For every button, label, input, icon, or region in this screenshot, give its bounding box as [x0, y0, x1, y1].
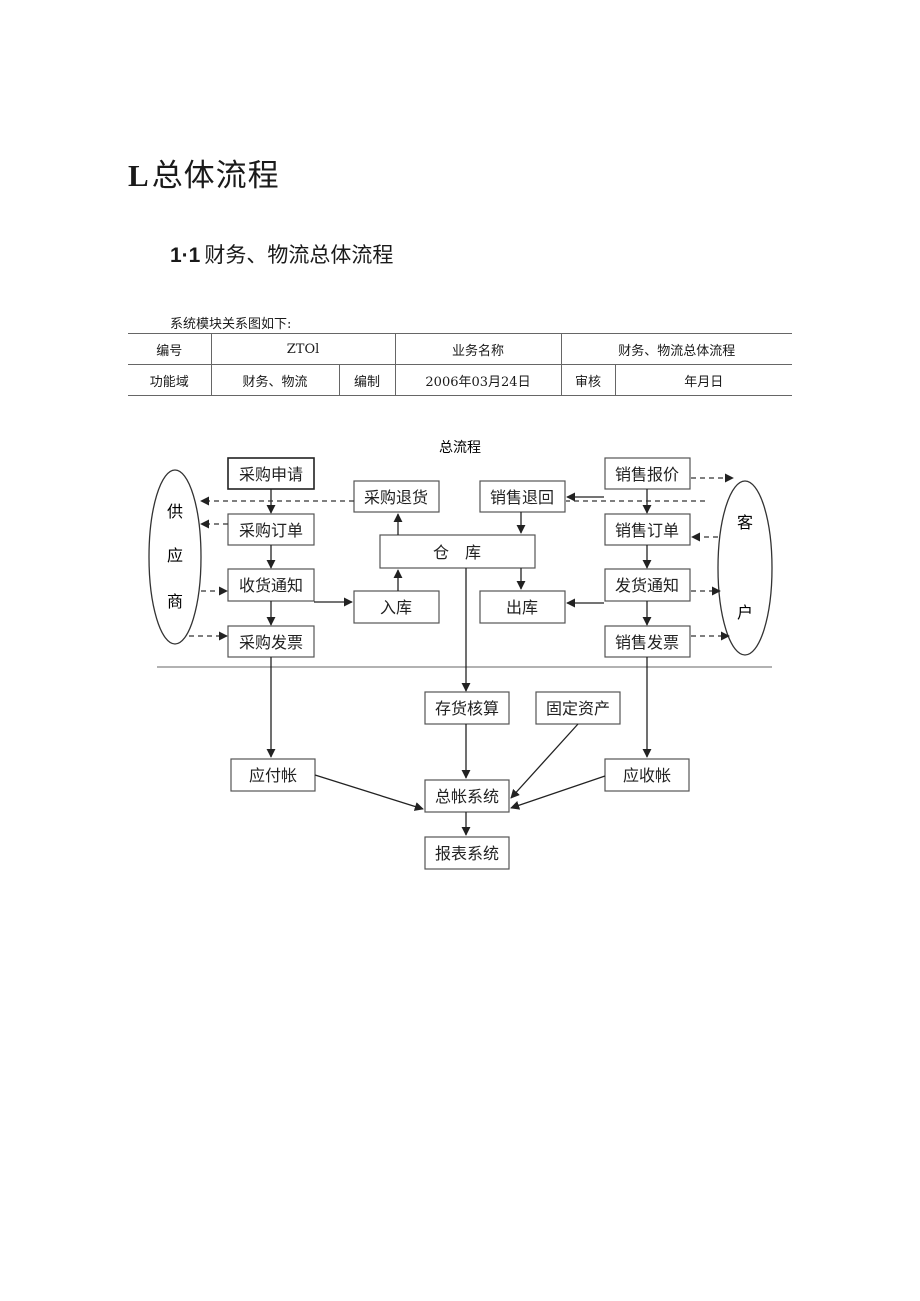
- label-author: 编制: [338, 364, 395, 396]
- label-inventory-accounting: 存货核算: [435, 699, 499, 718]
- document-info-table: 编号 ZTOl 业务名称 财务、物流总体流程 功能域 财务、物流 编制 2006…: [128, 333, 792, 396]
- label-goods-receipt: 收货通知: [239, 576, 303, 595]
- box-purchase-return: [353, 480, 440, 513]
- label-purchase-order: 采购订单: [239, 521, 303, 540]
- label-payables: 应付帐: [249, 766, 297, 785]
- label-delivery-notice: 发货通知: [615, 576, 679, 595]
- box-stock-out: [479, 590, 566, 624]
- box-sales-order: [604, 513, 691, 546]
- label-fixed-assets: 固定资产: [546, 699, 610, 718]
- box-purchase-invoice: [227, 625, 315, 658]
- subsection-title: 财务、物流总体流程: [204, 243, 394, 267]
- label-purchase-invoice: 采购发票: [239, 633, 303, 652]
- supplier-label: 应: [167, 546, 183, 565]
- label-purchase-request: 采购申请: [239, 465, 303, 484]
- value-review-date: 年月日: [614, 364, 792, 396]
- box-sales-invoice: [604, 625, 691, 658]
- label-stock-in: 入库: [380, 598, 412, 617]
- table-row: 功能域 财务、物流 编制 2006年03月24日 审核 年月日: [128, 364, 792, 396]
- label-domain: 功能域: [128, 364, 211, 396]
- box-fixed-assets: [535, 691, 621, 725]
- section-title: 总体流程: [151, 158, 280, 194]
- box-stock-in: [353, 590, 440, 624]
- label-business-name: 业务名称: [394, 333, 561, 365]
- box-delivery-notice: [604, 568, 691, 602]
- label-report-system: 报表系统: [435, 844, 499, 863]
- customer-label: 户: [737, 603, 753, 622]
- box-purchase-order: [227, 513, 315, 546]
- value-date: 2006年03月24日: [394, 364, 561, 396]
- label-stock-out: 出库: [506, 598, 538, 617]
- box-inventory-accounting: [424, 691, 510, 725]
- value-business-name: 财务、物流总体流程: [560, 333, 792, 365]
- label-warehouse: 仓 库: [433, 543, 481, 562]
- label-purchase-return: 采购退货: [364, 488, 428, 507]
- label-review: 审核: [560, 364, 615, 396]
- label-sales-order: 销售订单: [615, 521, 679, 540]
- supplier-node: 供 应 商: [148, 469, 202, 645]
- supplier-label: 供: [167, 502, 183, 521]
- customer-node: 客 户: [717, 480, 773, 656]
- label-general-ledger: 总帐系统: [435, 787, 499, 806]
- label-sales-quote: 销售报价: [615, 465, 679, 484]
- subsection-number: 1·1: [170, 244, 201, 267]
- customer-label: 客: [737, 513, 753, 532]
- label-id: 编号: [128, 333, 211, 365]
- arrow-solid: [314, 774, 424, 811]
- supplier-label: 商: [167, 592, 183, 611]
- section-heading: L总体流程: [128, 150, 280, 195]
- box-sales-quote: [604, 457, 691, 490]
- box-receivables: [604, 758, 690, 792]
- box-goods-receipt: [227, 568, 315, 602]
- arrow-solid: [510, 723, 579, 799]
- box-sales-return: [479, 480, 566, 513]
- diagram-title: 总流程: [439, 440, 481, 456]
- section-number: L: [128, 158, 150, 193]
- box-purchase-request: [227, 457, 315, 490]
- arrow-solid: [510, 775, 606, 810]
- label-receivables: 应收帐: [623, 766, 671, 785]
- box-general-ledger: [424, 779, 510, 813]
- table-row: 编号 ZTOl 业务名称 财务、物流总体流程: [128, 333, 792, 365]
- label-sales-invoice: 销售发票: [615, 633, 679, 652]
- value-id: ZTOl: [210, 333, 395, 365]
- box-report-system: [424, 836, 510, 870]
- value-domain: 财务、物流: [210, 364, 339, 396]
- box-warehouse: [379, 534, 536, 569]
- label-sales-return: 销售退回: [490, 488, 554, 507]
- intro-text: 系统模块关系图如下:: [170, 317, 292, 332]
